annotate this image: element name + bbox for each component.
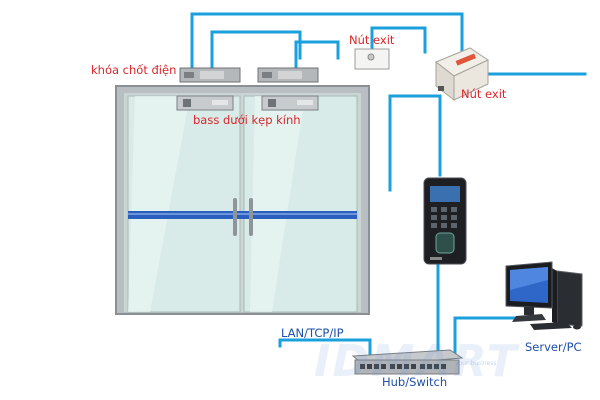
wire-switch-lan [278, 338, 372, 358]
glass-reflection-left [128, 96, 190, 312]
network-label: LAN/TCP/IP [281, 326, 344, 340]
network-switch [351, 349, 464, 375]
lock-label: khóa chốt điện [91, 63, 177, 77]
glass-clamp-bracket-left [176, 95, 234, 111]
exit-button [354, 48, 390, 70]
door-stripe-highlight [128, 213, 357, 215]
electric-bolt-lock-left [179, 67, 241, 83]
bracket-label: bass dưới kẹp kính [193, 113, 301, 127]
door-handle-left [233, 198, 237, 236]
electric-bolt-lock-right [257, 67, 319, 83]
power-supply-box [435, 47, 490, 102]
door-handle-right [249, 198, 253, 236]
double-glass-door [115, 85, 370, 315]
fingerprint-access-terminal [423, 177, 467, 265]
hub-label: Hub/Switch [382, 375, 448, 389]
wire-lock2-mid [294, 40, 340, 72]
desktop-computer [505, 261, 583, 330]
server-label: Server/PC [525, 340, 582, 354]
watermark-tagline: your business [455, 360, 497, 367]
exit-button-label-top: Nút exit [349, 33, 395, 47]
exit-button-label-side: Nút exit [461, 87, 507, 101]
wire-exit-button [370, 26, 427, 60]
wiring [190, 12, 587, 358]
glass-reflection-right [250, 96, 305, 312]
wire-switch-pc [453, 316, 524, 354]
wire-psu-down-left [388, 94, 442, 192]
wire-lock1-top [190, 12, 464, 72]
watermark-logo: IDMART [314, 336, 519, 387]
glass-clamp-bracket-right [261, 95, 319, 111]
wire-lock2-top [210, 30, 302, 72]
